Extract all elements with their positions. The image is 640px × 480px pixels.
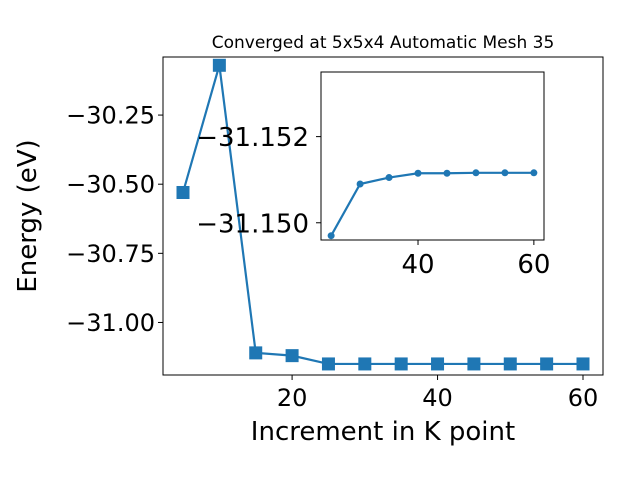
main-x-tick-label: 60 <box>568 384 599 412</box>
inset-data-point <box>356 180 364 188</box>
main-x-tick-label: 40 <box>422 384 453 412</box>
main-data-point <box>503 357 517 371</box>
main-data-point <box>176 185 190 199</box>
main-data-point <box>467 357 481 371</box>
main-data-point <box>321 357 335 371</box>
main-series <box>176 58 590 371</box>
main-y-tick-label: −30.50 <box>66 171 155 199</box>
main-y-ticks: −30.25 −30.50 −30.75 −31.00 <box>66 102 163 337</box>
inset-data-point <box>414 169 422 177</box>
inset-x-tick-label: 60 <box>517 250 550 280</box>
inset-chart: 40 60 −31.152 −31.150 <box>196 71 550 280</box>
main-data-point <box>431 357 445 371</box>
main-y-tick-label: −30.75 <box>66 240 155 268</box>
chart-title: Converged at 5x5x4 Automatic Mesh 35 <box>212 33 555 53</box>
main-data-point <box>285 349 299 363</box>
inset-series <box>327 169 538 240</box>
main-data-point <box>540 357 554 371</box>
main-data-point <box>394 357 408 371</box>
inset-series-line <box>330 171 534 237</box>
main-x-ticks: 20 40 60 <box>277 375 598 412</box>
inset-x-tick-label: 40 <box>401 250 434 280</box>
inset-data-point <box>443 169 451 177</box>
inset-y-tick-label: −31.150 <box>196 209 309 239</box>
main-data-point <box>212 58 226 72</box>
inset-x-ticks: 40 60 <box>401 240 550 280</box>
main-y-tick-label: −31.00 <box>66 309 155 337</box>
inset-plot-frame <box>320 71 545 241</box>
x-axis-label: Increment in K point <box>251 417 515 447</box>
main-x-tick-label: 20 <box>277 384 308 412</box>
inset-y-ticks: −31.152 −31.150 <box>196 123 321 239</box>
inset-data-point <box>530 169 538 177</box>
y-axis-label: Energy (eV) <box>13 139 43 292</box>
inset-data-point <box>472 169 480 177</box>
main-data-point <box>249 346 263 360</box>
inset-y-tick-label: −31.152 <box>196 123 309 153</box>
inset-data-point <box>501 169 509 177</box>
main-chart: Converged at 5x5x4 Automatic Mesh 35 −30… <box>13 33 604 447</box>
main-data-point <box>358 357 372 371</box>
inset-data-point <box>385 174 393 182</box>
main-data-point <box>576 357 590 371</box>
inset-data-point <box>327 232 335 240</box>
main-plot-frame <box>162 56 604 376</box>
main-y-tick-label: −30.25 <box>66 102 155 130</box>
